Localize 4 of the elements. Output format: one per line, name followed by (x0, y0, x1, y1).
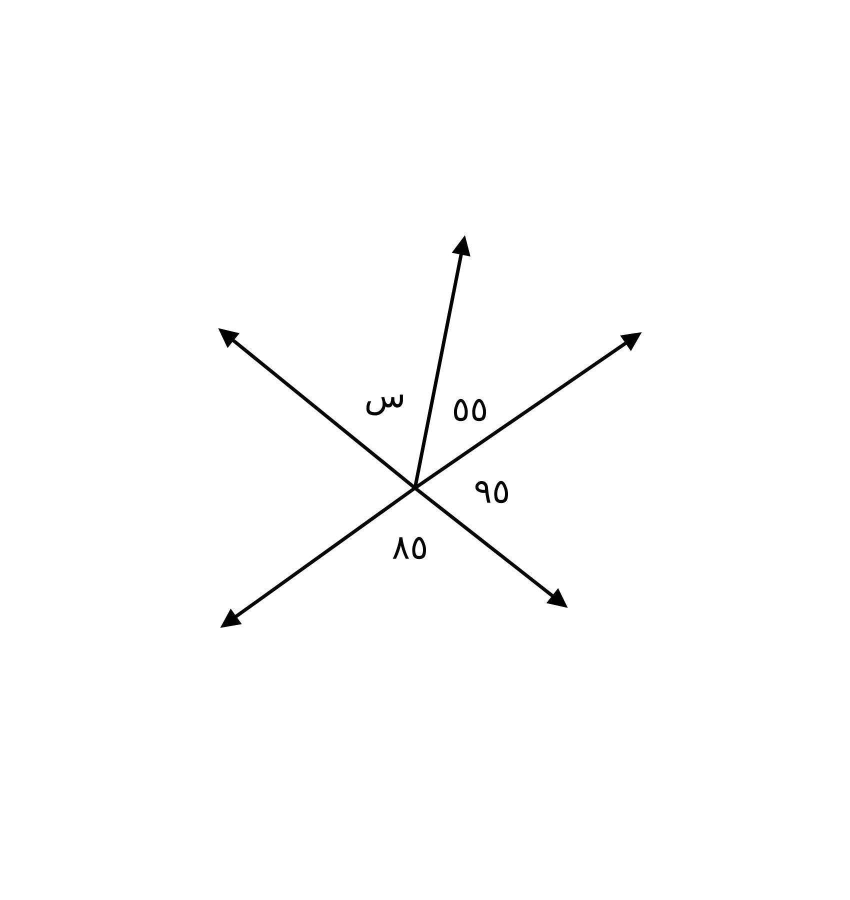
angle-label: ٨٥ (392, 536, 426, 560)
angle-label: ٥٥ (454, 398, 486, 422)
angle-label: س (366, 394, 403, 416)
angle-label: ٩٥ (475, 480, 508, 504)
